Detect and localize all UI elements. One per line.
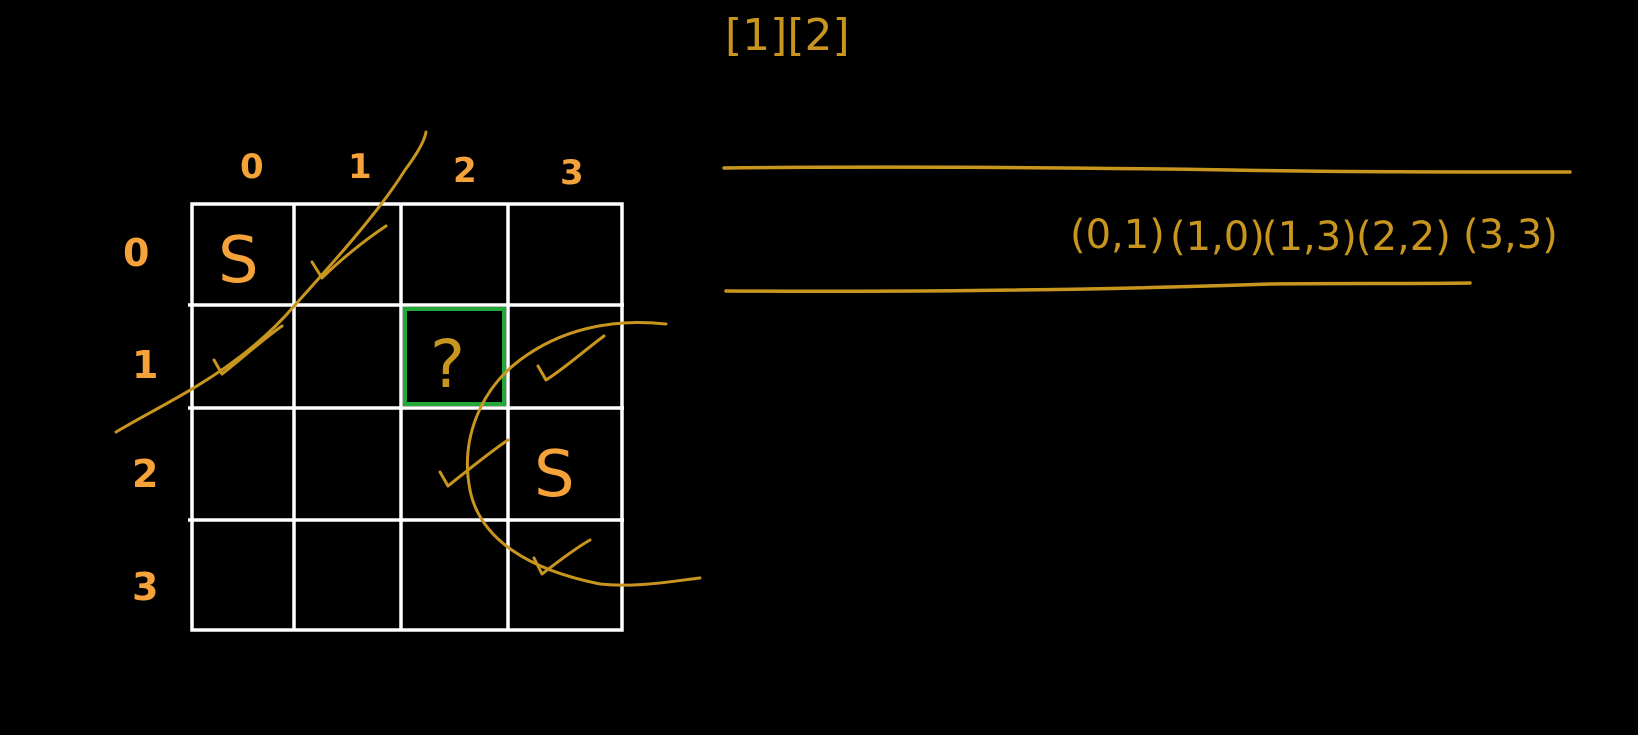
- checkmark-1-3: [536, 334, 606, 382]
- target-cell-question: ?: [430, 326, 465, 403]
- queue-item-4: (3,3): [1463, 212, 1558, 258]
- queue-item-3: (2,2): [1356, 214, 1451, 260]
- checkmark-2-2: [438, 438, 510, 488]
- row-label-3: 3: [132, 565, 158, 609]
- queue-item-1: (1,0): [1170, 214, 1265, 260]
- column-label-2: 2: [453, 151, 477, 191]
- checkmark-1-0: [212, 324, 284, 376]
- wave-stroke-2: [465, 321, 702, 587]
- source-cell-s: S: [218, 224, 259, 298]
- column-label-3: 3: [560, 153, 584, 193]
- queue-bottom-line: [724, 281, 1472, 293]
- source-cell-s-2: S: [534, 438, 575, 512]
- column-labels: 0 1 2 3: [240, 147, 584, 193]
- row-labels: 0 1 2 3: [123, 231, 158, 609]
- wave-stroke-1: [114, 130, 428, 434]
- queue-item-2: (1,3): [1262, 214, 1357, 260]
- target-cell-highlight: [403, 307, 506, 406]
- cell-contents: S ? S: [218, 224, 575, 512]
- grid: [188, 202, 624, 632]
- queue-top-line: [722, 165, 1572, 174]
- row-label-0: 0: [123, 231, 149, 275]
- column-label-0: 0: [240, 147, 264, 187]
- row-label-1: 1: [132, 343, 158, 387]
- hand-strokes: [114, 130, 1572, 587]
- top-label: [1][2]: [725, 10, 850, 61]
- row-label-2: 2: [132, 452, 158, 496]
- column-label-1: 1: [348, 147, 372, 187]
- queue-item-0: (0,1): [1070, 212, 1165, 258]
- queue-items: (0,1) (1,0) (1,3) (2,2) (3,3): [1070, 212, 1558, 260]
- checkmark-0-1: [310, 224, 388, 280]
- grid-border: [190, 202, 624, 632]
- checkmark-3-3: [532, 538, 592, 576]
